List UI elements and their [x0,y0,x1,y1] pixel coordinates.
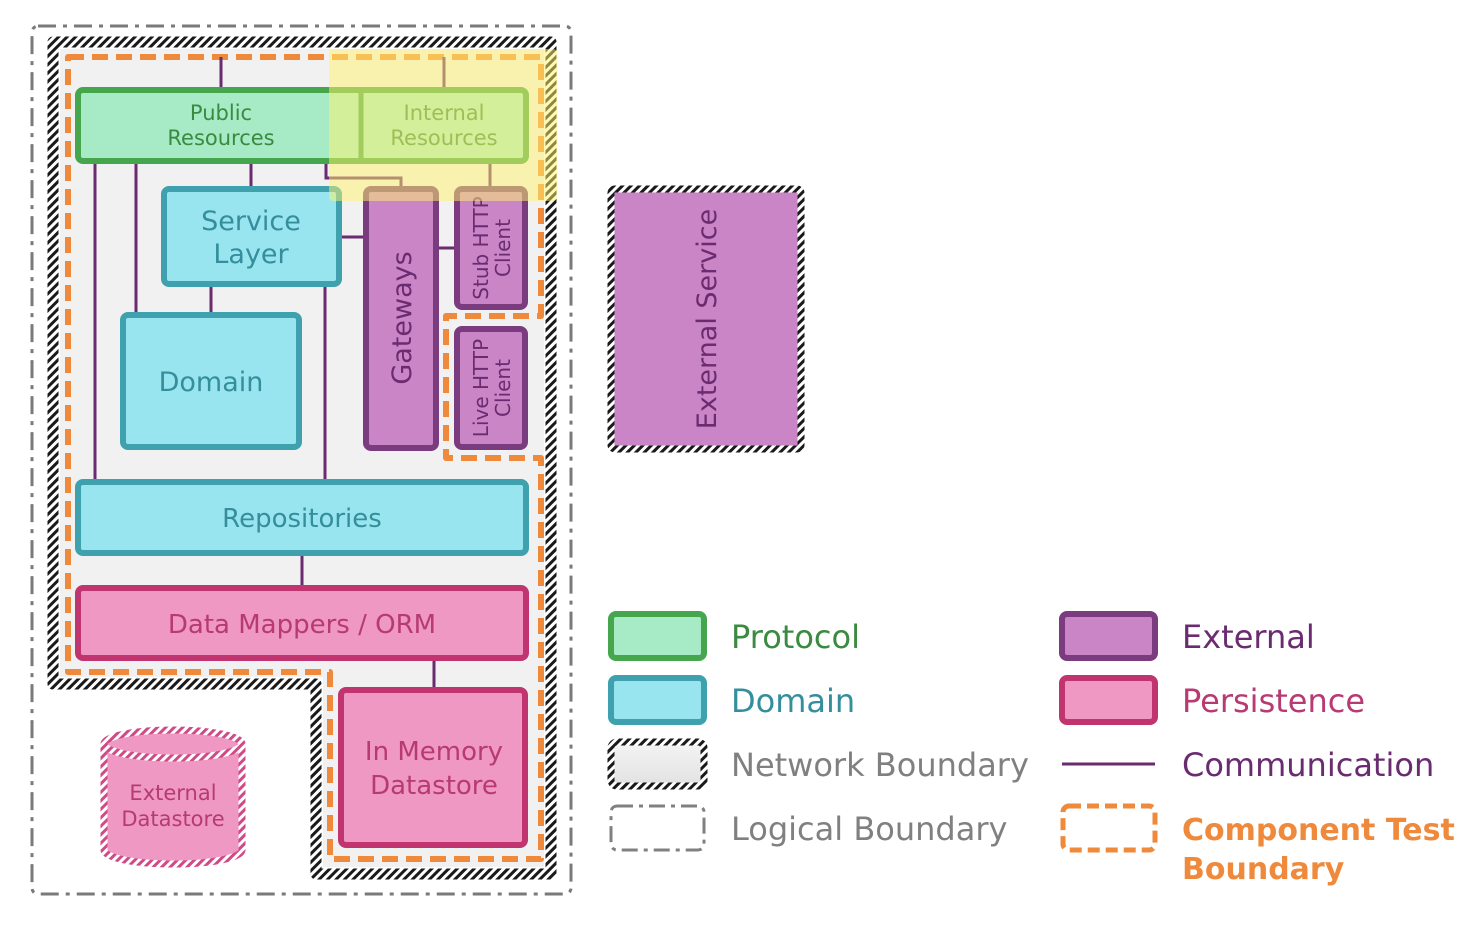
legend-domain-label: Domain [731,682,855,720]
network-boundary [47,36,557,880]
component-test-boundary [65,54,544,862]
external-service-label: External Service [692,209,723,429]
legend-external-swatch [1059,611,1158,661]
legend-network-boundary-swatch [607,738,708,790]
legend-external-label: External [1182,618,1315,656]
external-datastore-label-2: Datastore [121,807,224,831]
live-http-client-box [454,326,528,450]
legend-logical-boundary-label: Logical Boundary [731,810,1007,848]
repositories-label: Repositories [222,504,382,534]
service-layer-label: Service [201,206,301,237]
legend-component-test-boundary-label-2: Boundary [1182,852,1345,887]
legend-logical-boundary-swatch [609,804,706,852]
legend-communication-label: Communication [1182,746,1434,784]
external-datastore: External Datastore [100,726,246,868]
service-layer-label-2: Layer [213,239,289,270]
in-memory-datastore-label-2: Datastore [370,771,498,801]
legend-protocol-label: Protocol [731,618,860,656]
legend: Protocol Domain Network Boundary Logical… [607,611,1455,887]
in-memory-datastore-label: In Memory [365,737,503,767]
gateways-label: Gateways [387,251,418,384]
legend-domain-swatch [608,675,707,725]
public-resources-label: Public [190,101,252,125]
external-datastore-label: External [129,781,216,805]
stub-http-client-label-2: Client [491,219,515,277]
service-layer-box [161,186,342,287]
legend-component-test-boundary-swatch [1060,803,1158,853]
logical-boundary [30,24,573,896]
data-mappers-box [75,585,529,661]
repositories-box [75,479,529,556]
external-service-box [607,185,805,453]
legend-protocol-swatch [608,611,707,661]
domain-box [120,312,302,450]
legend-network-boundary-label: Network Boundary [731,746,1029,784]
live-http-client-label-2: Client [491,359,515,417]
legend-persistence-label: Persistence [1182,682,1365,720]
domain-label: Domain [159,367,264,398]
in-memory-datastore-box [338,687,528,848]
data-mappers-label: Data Mappers / ORM [168,610,436,640]
internal-highlight [329,49,557,201]
legend-persistence-swatch [1059,675,1158,725]
public-resources-label-2: Resources [167,126,274,150]
stub-http-client-label: Stub HTTP [469,196,493,299]
legend-component-test-boundary-label: Component Test [1182,813,1455,848]
live-http-client-label: Live HTTP [469,339,493,437]
